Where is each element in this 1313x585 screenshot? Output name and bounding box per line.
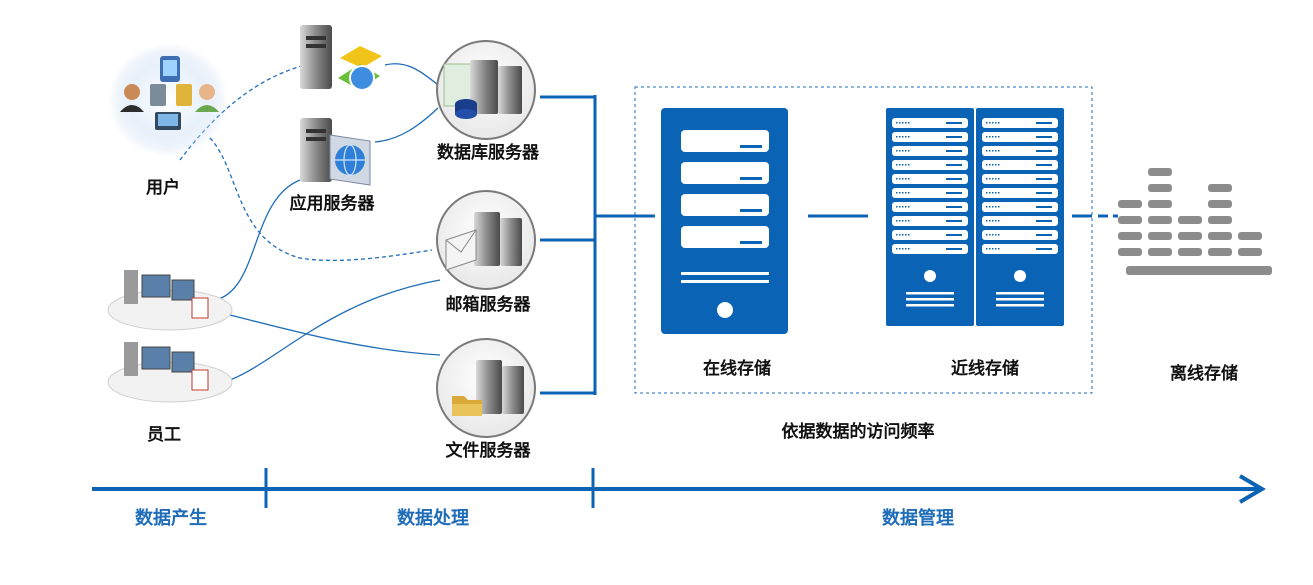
users-icon xyxy=(108,43,228,157)
offline-storage-label: 离线存储 xyxy=(1170,364,1238,384)
app-server-label: 应用服务器 xyxy=(289,194,375,214)
access-frequency-caption: 依据数据的访问频率 xyxy=(781,422,935,442)
db-server-label: 数据库服务器 xyxy=(437,143,539,163)
app-server-icon xyxy=(300,25,382,186)
stage-data-generation: 数据产生 xyxy=(135,508,207,529)
db-server-icon xyxy=(436,40,536,140)
online-storage-label: 在线存储 xyxy=(703,359,771,379)
stage-data-processing: 数据处理 xyxy=(397,508,469,529)
nearline-storage-label: 近线存储 xyxy=(951,359,1019,379)
users-label: 用户 xyxy=(146,178,180,198)
timeline-axis xyxy=(92,468,1266,508)
stage-data-management: 数据管理 xyxy=(882,508,954,529)
offline-storage-icon xyxy=(1118,168,1272,275)
server-bracket xyxy=(540,95,1118,395)
mail-server-label: 邮箱服务器 xyxy=(445,295,531,315)
storage-region xyxy=(634,86,1093,394)
staff-icon xyxy=(107,270,233,403)
connection-lines xyxy=(179,63,441,381)
nearline-storage-icon xyxy=(886,108,1064,326)
online-storage-icon xyxy=(661,108,788,334)
file-server-label: 文件服务器 xyxy=(445,441,531,461)
staff-label: 员工 xyxy=(147,425,181,445)
mail-server-icon xyxy=(436,190,536,290)
file-server-icon xyxy=(436,338,536,438)
